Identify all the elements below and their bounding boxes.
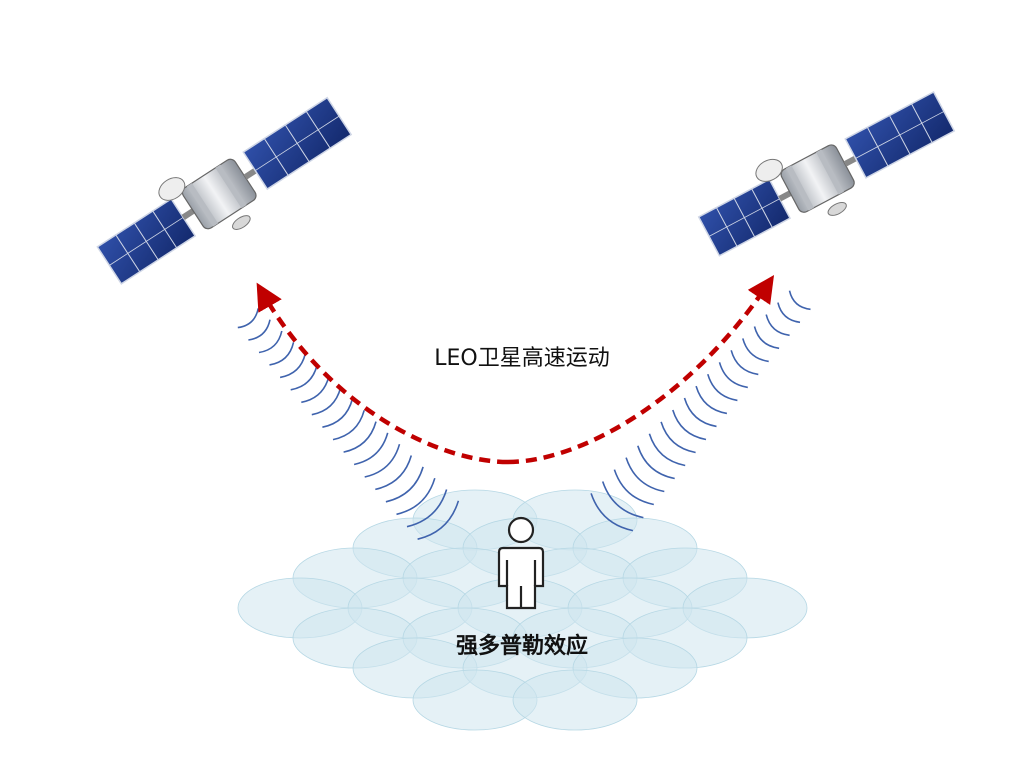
signal-wave-arc <box>625 457 665 493</box>
signal-wave-arc <box>258 330 283 354</box>
satellite-body <box>780 144 855 213</box>
solar-panel-right <box>844 91 956 179</box>
signal-wave-arc <box>695 385 728 415</box>
signal-wave-arc <box>590 493 634 532</box>
signal-wave-arc <box>248 319 271 341</box>
person-icon <box>497 516 545 610</box>
signal-wave-arc <box>683 397 717 428</box>
signal-wave-arc <box>311 387 342 416</box>
signal-wave-arc <box>237 308 259 329</box>
satellite-motion-arrow <box>256 282 509 465</box>
signal-wave-arc <box>343 421 377 453</box>
signal-wave-arc <box>765 314 790 337</box>
signal-wave-arc <box>396 477 436 516</box>
satellite-icon <box>697 91 956 257</box>
signal-wave-arc <box>417 500 460 540</box>
signal-wave-arc <box>406 489 448 528</box>
doppler-label: 强多普勒效应 <box>455 634 588 659</box>
signal-wave-arc <box>648 433 686 467</box>
signal-wave-arc <box>332 410 365 441</box>
signal-wave-arc <box>301 376 330 404</box>
motion-label: LEO卫星高速运动 <box>434 346 610 371</box>
solar-panel-left <box>697 178 792 257</box>
solar-panel-left <box>96 197 197 285</box>
signal-wave-arc <box>637 445 675 480</box>
signal-wave-arc <box>269 342 295 366</box>
signal-waves-left <box>237 308 460 540</box>
satellite-motion-arrow-right <box>507 275 775 465</box>
signal-wave-arc <box>730 350 759 376</box>
signal-waves-right <box>590 290 811 532</box>
signal-wave-arc <box>601 481 644 519</box>
signal-wave-arc <box>375 455 413 491</box>
signal-wave-arc <box>613 469 654 506</box>
signal-wave-arc <box>290 364 318 391</box>
signal-wave-arc <box>353 432 389 466</box>
signal-wave-arc <box>279 353 307 379</box>
signal-wave-arc <box>753 326 780 350</box>
signal-wave-arc <box>322 398 354 428</box>
signal-wave-arc <box>672 409 707 441</box>
signal-wave-arc <box>660 421 696 454</box>
signal-wave-arc <box>742 338 769 363</box>
signal-wave-arc <box>385 466 424 503</box>
signal-wave-arc <box>718 362 748 389</box>
signal-wave-arc <box>364 443 401 478</box>
signal-wave-arc <box>777 302 801 324</box>
solar-panel-right <box>242 96 353 191</box>
satellite-icon <box>96 96 353 285</box>
signal-wave-arc <box>707 373 738 402</box>
coverage-cell <box>512 669 638 731</box>
signal-wave-arc <box>788 290 811 311</box>
